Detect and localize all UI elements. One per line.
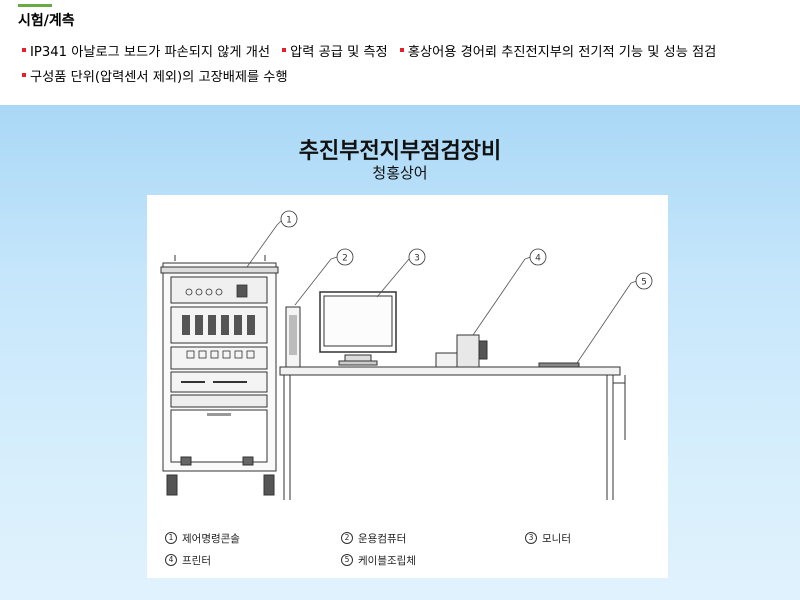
callout-2-label: 2	[342, 254, 348, 264]
legend-number: 1	[165, 532, 177, 544]
callout-4-label: 4	[535, 254, 541, 264]
legend-number: 4	[165, 554, 177, 566]
bullet-square-icon	[22, 73, 26, 77]
bullet-item: 구성품 단위(압력센서 제외)의 고장배제를 수행	[22, 70, 288, 85]
bullet-item: 홍상어용 경어뢰 추진전지부의 전기적 기능 및 성능 점검	[399, 45, 716, 60]
legend-number: 5	[341, 554, 353, 566]
legend-number: 2	[341, 532, 353, 544]
title-accent-line	[18, 4, 52, 7]
legend-item-console: 1 제어명령콘솔	[165, 531, 240, 546]
callout-1-label: 1	[286, 216, 292, 226]
legend-label: 케이블조립체	[358, 555, 416, 567]
equipment-figure: 1 2 3 4 5 1 제어명령콘솔 2 운용컴퓨터 3 모니터 4 프린터 5 케이블조…	[147, 195, 668, 578]
printer-drawing	[435, 334, 488, 368]
legend-item-printer: 4 프린터	[165, 553, 211, 568]
sub-title: 청홍상어	[372, 164, 428, 182]
legend-label: 모니터	[542, 533, 571, 545]
callout-3-label: 3	[414, 254, 420, 264]
callout-5-label: 5	[641, 278, 647, 288]
legend-label: 운용컴퓨터	[358, 533, 407, 545]
callout-5	[635, 272, 653, 290]
cable-assembly-drawing	[538, 362, 580, 368]
bullet-item: 압력 공급 및 측정	[282, 45, 388, 60]
bullet-line-2: 구성품 단위(압력센서 제외)의 고장배제를 수행	[22, 65, 792, 90]
bullet-square-icon	[22, 48, 26, 52]
callout-2	[336, 248, 354, 266]
bullet-line-1: IP341 아날로그 보드가 파손되지 않게 개선 압력 공급 및 측정 홍상어…	[22, 40, 792, 65]
legend-label: 제어명령콘솔	[182, 533, 240, 545]
bullet-list: IP341 아날로그 보드가 파손되지 않게 개선 압력 공급 및 측정 홍상어…	[22, 40, 792, 90]
section-title: 시험/계측	[18, 13, 75, 29]
bullet-square-icon	[399, 48, 404, 52]
legend-item-monitor: 3 모니터	[525, 531, 571, 546]
legend-item-computer: 2 운용컴퓨터	[341, 531, 406, 546]
callout-4	[529, 248, 547, 266]
header-area: 시험/계측 IP341 아날로그 보드가 파손되지 않게 개선 압력 공급 및 …	[0, 0, 800, 105]
main-title: 추진부전지부점검장비	[298, 139, 502, 164]
bullet-square-icon	[282, 48, 287, 52]
callout-3	[408, 248, 426, 266]
legend-label: 프린터	[182, 555, 211, 567]
bullet-item: IP341 아날로그 보드가 파손되지 않게 개선	[22, 45, 270, 60]
legend-item-cable: 5 케이블조립체	[341, 553, 416, 568]
equipment-drawing: 1 2 3 4 5	[160, 210, 653, 500]
table-drawing	[279, 366, 626, 500]
callout-1	[280, 210, 298, 228]
monitor-drawing	[319, 291, 397, 366]
legend-number: 3	[525, 532, 537, 544]
operating-computer-drawing	[285, 306, 301, 368]
control-console-drawing	[160, 255, 279, 496]
